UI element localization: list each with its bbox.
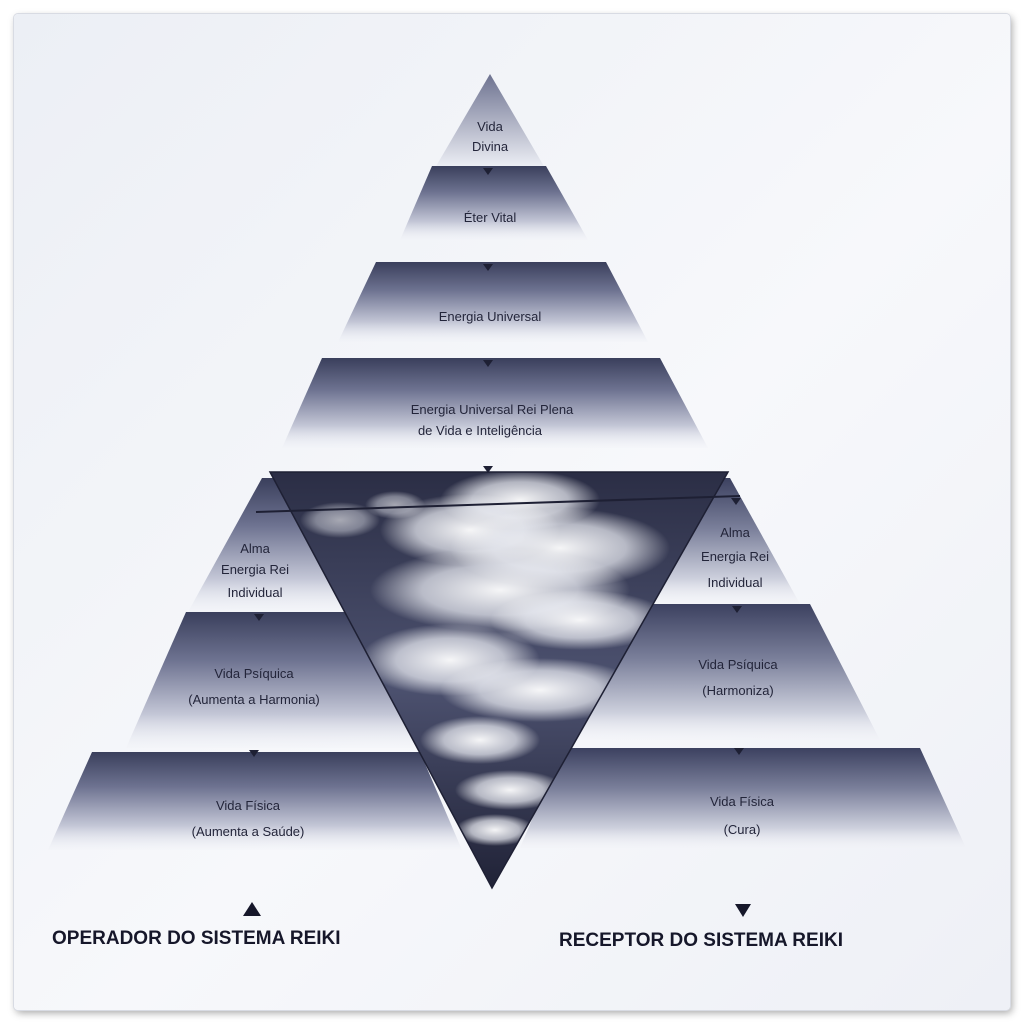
psiquica-left-line1: Vida Psíquica [214, 666, 294, 681]
operador-label: OPERADOR DO SISTEMA REIKI [52, 928, 341, 949]
horizon-line [255, 495, 741, 513]
level-eter-vital [400, 166, 588, 240]
level-alma-left [188, 478, 360, 612]
inverted-triangle-outline [268, 471, 730, 890]
down-arrow-icon [734, 748, 744, 755]
psiquica-right-line1: Vida Psíquica [698, 657, 778, 672]
level-energia-plena [282, 358, 708, 448]
vida-divina-line1: Vida [477, 119, 504, 134]
alma-right-line1: Alma [720, 525, 750, 540]
alma-right-line2: Energia Rei [701, 549, 769, 564]
receptor-label: RECEPTOR DO SISTEMA REIKI [559, 930, 843, 951]
fisica-left-line1: Vida Física [216, 798, 281, 813]
alma-left-line3: Individual [228, 585, 283, 600]
alma-left-line1: Alma [240, 541, 270, 556]
fisica-left-line2: (Aumenta a Saúde) [192, 824, 305, 839]
down-arrow-icon [483, 360, 493, 367]
down-arrow-icon [483, 466, 493, 473]
alma-right-line3: Individual [708, 575, 763, 590]
psiquica-left-line2: (Aumenta a Harmonia) [188, 692, 320, 707]
level-energia-universal [338, 262, 648, 342]
up-arrow-icon [249, 750, 259, 757]
level-fisica-left [48, 752, 462, 850]
down-arrow-icon [731, 498, 741, 505]
fisica-right-line2: (Cura) [724, 822, 761, 837]
fisica-right-line1: Vida Física [710, 794, 775, 809]
level-psiquica-left [126, 612, 418, 748]
psiquica-right-line2: (Harmoniza) [702, 683, 774, 698]
level-psiquica-right [562, 604, 880, 740]
down-arrow-icon [483, 168, 493, 175]
down-arrow-icon [732, 606, 742, 613]
alma-left-line2: Energia Rei [221, 562, 289, 577]
energia-plena-line2: de Vida e Inteligência [418, 423, 543, 438]
up-triangle-icon [243, 902, 261, 916]
vida-divina-line2: Divina [472, 139, 509, 154]
level-vida-divina [435, 74, 545, 168]
up-arrow-icon [254, 614, 264, 621]
down-triangle-icon [735, 904, 751, 917]
eter-vital-label: Éter Vital [464, 210, 517, 225]
energia-universal-label: Energia Universal [439, 309, 542, 324]
energia-plena-line1: Energia Universal Rei Plena [411, 402, 574, 417]
level-fisica-right [520, 748, 966, 848]
down-arrow-icon [483, 264, 493, 271]
